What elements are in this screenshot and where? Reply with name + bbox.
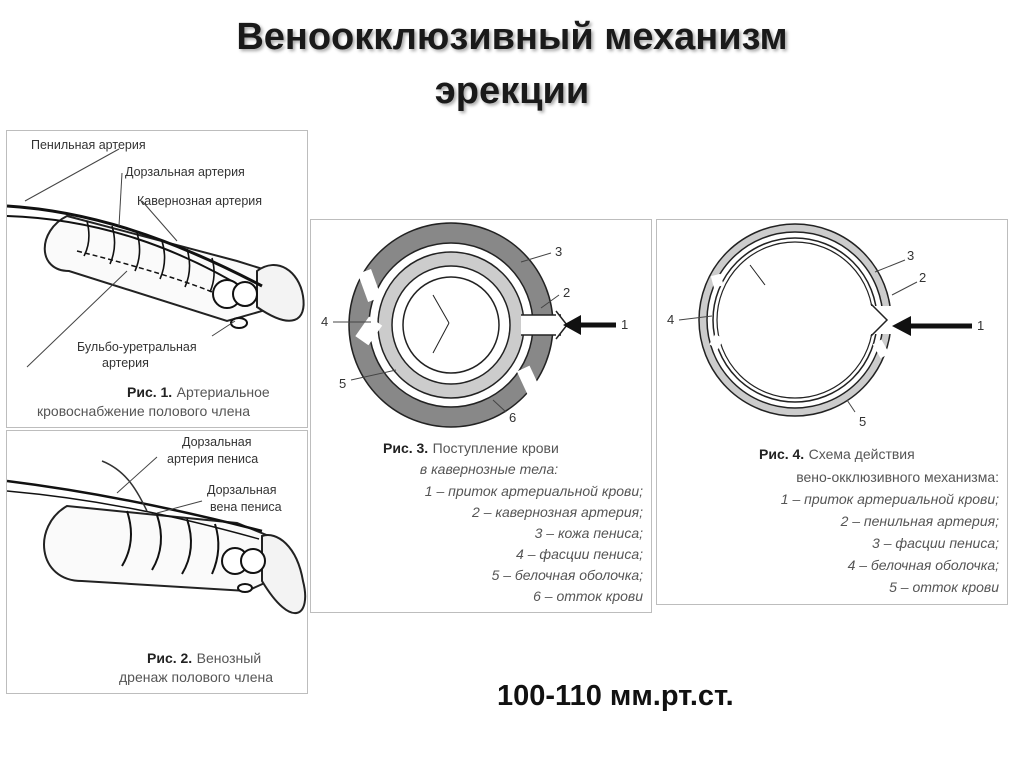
glans: [256, 264, 305, 322]
fig2-caption-line-1: Рис. 2. Венозный: [147, 650, 261, 667]
figure-2-panel: Дорзальная артерия пениса Дорзальная вен…: [6, 430, 308, 694]
arterial-inlet: [521, 315, 561, 335]
arterial-inlet: [869, 306, 899, 334]
tunica-albuginea: [712, 237, 878, 403]
label-dorsal-vein-1: Дорзальная: [207, 483, 276, 497]
label-penile-artery: Пенильная артерия: [31, 138, 146, 152]
label-dorsal-artery-1: Дорзальная: [182, 435, 251, 449]
fig4-legend: 1 – приток артериальной крови; 2 – пенил…: [781, 491, 999, 595]
dorsal-artery: [6, 490, 260, 540]
fig4-legend-item: 5 – отток крови: [889, 579, 999, 595]
label-cavernous-artery: Кавернозная артерия: [137, 194, 262, 208]
figure-3-panel: 1 2 3 4 5 6 Рис. 3. Поступление крови в …: [310, 219, 652, 613]
figure-4-panel: 1 2 3 4 5 Рис. 4. Схема действия вено-ок…: [656, 219, 1008, 605]
cavernous-artery: [76, 250, 223, 297]
fig1-caption-line-2: кровоснабжение полового члена: [37, 403, 250, 419]
fascia-ring: [378, 252, 524, 398]
fig3-marker-5: 5: [339, 376, 346, 391]
fig3-legend-item: 5 – белочная оболочка;: [492, 567, 644, 583]
label-dorsal-vein-2: вена пениса: [210, 500, 282, 514]
fig3-marker-4: 4: [321, 314, 328, 329]
fig4-caption-line-2: вено-окклюзивного механизма:: [796, 469, 999, 485]
dorsal-artery: [6, 215, 258, 297]
fig3-legend-item: 3 – кожа пениса;: [535, 525, 644, 541]
figure-1-illustration: Пенильная артерия Дорзальная артерия Кав…: [6, 138, 305, 419]
fig3-marker-2: 2: [563, 285, 570, 300]
fig3-caption-line-1: Рис. 3. Поступление крови: [383, 440, 559, 457]
fig4-marker-3: 3: [907, 248, 914, 263]
fig4-marker-2: 2: [919, 270, 926, 285]
fig2-caption-line-2: дренаж полового члена: [119, 669, 273, 685]
page-title: Веноокклюзивный механизм эрекции: [0, 10, 1024, 118]
title-line-2: эрекции: [434, 70, 590, 112]
fig3-legend-item: 2 – кавернозная артерия;: [471, 504, 643, 520]
fig4-marker-1: 1: [977, 318, 984, 333]
fig4-legend-item: 2 – пенильная артерия;: [840, 513, 1000, 529]
branch-vessels: [83, 220, 215, 293]
label-bulbo-urethral-2: артерия: [102, 356, 149, 370]
fig3-marker-1: 1: [621, 317, 628, 332]
fig4-marker-5: 5: [859, 414, 866, 429]
fig3-marker-3: 3: [555, 244, 562, 259]
pressure-value: 100-110 мм.рт.ст.: [497, 680, 734, 712]
fig4-legend-item: 3 – фасции пениса;: [872, 535, 999, 551]
label-bulbo-urethral-1: Бульбо-уретральная: [77, 340, 197, 354]
fig3-legend-item: 4 – фасции пениса;: [516, 546, 643, 562]
figure-4-illustration: 1 2 3 4 5 Рис. 4. Схема действия вено-ок…: [667, 223, 999, 595]
fig3-legend-item: 1 – приток артериальной крови;: [425, 483, 643, 499]
figure-1-panel: Пенильная артерия Дорзальная артерия Кав…: [6, 130, 308, 428]
fig1-caption-line-1: Рис. 1. Артериальное: [127, 384, 270, 401]
glans: [261, 534, 307, 615]
dorsal-vein: [6, 479, 263, 533]
label-dorsal-artery-2: артерия пениса: [167, 452, 258, 466]
tunica-albuginea: [402, 276, 500, 374]
fig4-legend-item: 1 – приток артериальной крови;: [781, 491, 999, 507]
title-line-1: Веноокклюзивный механизм: [236, 16, 788, 58]
figure-2-illustration: Дорзальная артерия пениса Дорзальная вен…: [6, 435, 307, 685]
penile-artery: [6, 204, 263, 288]
figure-3-illustration: 1 2 3 4 5 6 Рис. 3. Поступление крови в …: [321, 222, 643, 604]
fig3-marker-6: 6: [509, 410, 516, 425]
fig3-legend: 1 – приток артериальной крови; 2 – кавер…: [425, 483, 643, 604]
fig3-legend-item: 6 – отток крови: [533, 588, 643, 604]
fig3-caption-line-2: в кавернозные тела:: [420, 461, 558, 477]
circumflex-veins: [121, 510, 220, 575]
fig4-legend-item: 4 – белочная оболочка;: [848, 557, 1000, 573]
fig4-caption-line-1: Рис. 4. Схема действия: [759, 446, 915, 463]
label-dorsal-artery: Дорзальная артерия: [125, 165, 245, 179]
fig4-marker-4: 4: [667, 312, 674, 327]
